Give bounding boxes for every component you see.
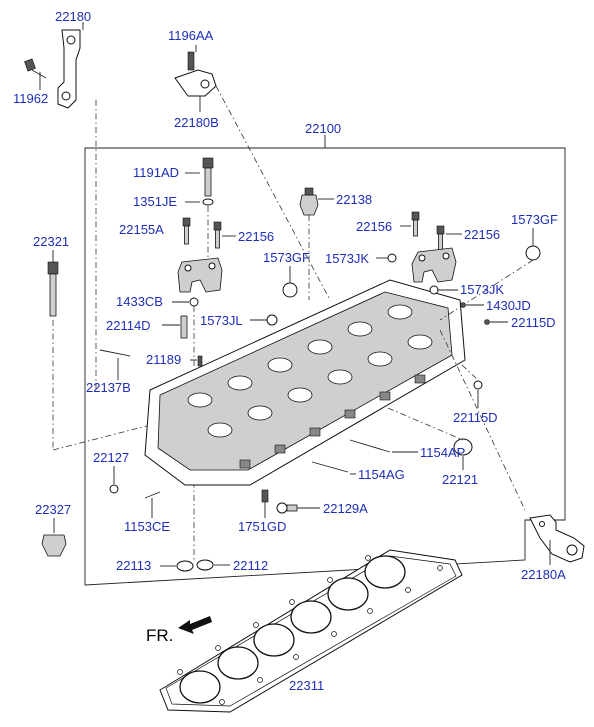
washer-1351JE[interactable] <box>202 198 214 206</box>
stud-22137B[interactable] <box>99 349 131 357</box>
head-gasket-22311[interactable] <box>159 549 463 713</box>
ring-22121[interactable] <box>453 438 473 456</box>
label-1573JK-b[interactable]: 1573JK <box>460 282 504 297</box>
label-11962[interactable]: 11962 <box>13 91 48 106</box>
bolt-22156-left[interactable] <box>213 221 222 249</box>
bracket-22180A[interactable] <box>529 514 585 563</box>
plug-1573GF-top[interactable] <box>525 245 541 261</box>
plug-1153CE[interactable] <box>144 491 161 499</box>
bolt-22155A[interactable] <box>182 217 191 245</box>
plug-1573GF-mid[interactable] <box>282 282 298 298</box>
bearing-cap-left[interactable] <box>177 257 223 293</box>
label-1154AP[interactable]: 1154AP <box>420 445 465 460</box>
front-arrow-icon <box>178 616 212 634</box>
plug-22115D-b[interactable] <box>473 380 483 390</box>
ring-22112[interactable] <box>196 559 214 571</box>
plug-1573JL[interactable] <box>266 314 278 326</box>
front-label: FR. <box>146 626 173 645</box>
centerline-22121 <box>387 407 464 441</box>
label-1573JL[interactable]: 1573JL <box>200 313 243 328</box>
pin-22114D[interactable] <box>180 315 188 339</box>
centerline-22115D-b <box>461 364 479 381</box>
label-22180B[interactable]: 22180B <box>174 115 219 130</box>
pin-21189[interactable] <box>197 355 203 367</box>
cap-22327[interactable] <box>41 534 67 557</box>
label-22311[interactable]: 22311 <box>289 678 324 693</box>
pin-1430JD[interactable] <box>460 302 466 308</box>
bolt-22156-right-b[interactable] <box>436 225 445 251</box>
part-labels: 22180 11962 1196AA 22180B 22100 1191AD 1… <box>13 9 566 693</box>
label-1191AD[interactable]: 1191AD <box>133 165 179 180</box>
label-22155A[interactable]: 22155A <box>119 222 164 237</box>
label-1751GD[interactable]: 1751GD <box>238 519 286 534</box>
plug-1751GD[interactable] <box>261 489 269 503</box>
centerline-22180A <box>439 329 526 511</box>
label-1573GF-mid[interactable]: 1573GF <box>263 250 310 265</box>
bolt-1191AD[interactable] <box>202 157 214 197</box>
label-22121[interactable]: 22121 <box>442 472 478 487</box>
label-1430JD[interactable]: 1430JD <box>486 298 531 313</box>
plug-22129A[interactable] <box>276 502 298 514</box>
label-22321[interactable]: 22321 <box>33 234 69 249</box>
plug-22127[interactable] <box>109 484 119 494</box>
label-22156-right-a[interactable]: 22156 <box>356 219 392 234</box>
plug-22115D-a[interactable] <box>484 319 490 325</box>
label-22129A[interactable]: 22129A <box>323 501 368 516</box>
bolt-22156-right-a[interactable] <box>411 211 420 237</box>
label-22127[interactable]: 22127 <box>93 450 129 465</box>
label-22137B[interactable]: 22137B <box>86 380 131 395</box>
label-1573JK-a[interactable]: 1573JK <box>325 251 369 266</box>
label-22113[interactable]: 22113 <box>116 558 151 573</box>
label-22156-right-b[interactable]: 22156 <box>464 227 500 242</box>
label-21189[interactable]: 21189 <box>146 352 181 367</box>
label-22180[interactable]: 22180 <box>55 9 91 24</box>
centerline-1573GF-top <box>439 259 534 321</box>
bearing-cap-right[interactable] <box>411 247 457 283</box>
stud-1154AP[interactable] <box>349 439 391 453</box>
assembly-frame <box>84 135 566 586</box>
label-1153CE[interactable]: 1153CE <box>124 519 170 534</box>
label-22100[interactable]: 22100 <box>305 121 341 136</box>
label-22138[interactable]: 22138 <box>336 192 372 207</box>
label-1351JE[interactable]: 1351JE <box>133 194 177 209</box>
plug-1433CB[interactable] <box>189 297 199 307</box>
label-22112[interactable]: 22112 <box>233 558 268 573</box>
bolt-11962[interactable] <box>24 58 47 79</box>
label-22115D-a[interactable]: 22115D <box>511 315 556 330</box>
ring-22113[interactable] <box>176 560 194 572</box>
label-1154AG[interactable]: 1154AG <box>358 467 405 482</box>
cylinder-head[interactable] <box>144 279 466 486</box>
label-1573GF-top[interactable]: 1573GF <box>511 212 558 227</box>
label-22114D[interactable]: 22114D <box>106 318 151 333</box>
bracket-22180B[interactable] <box>174 51 217 97</box>
plug-1573JK-b[interactable] <box>429 285 439 295</box>
label-22156-left[interactable]: 22156 <box>238 229 274 244</box>
bracket-22180[interactable] <box>57 29 81 109</box>
label-22327[interactable]: 22327 <box>35 502 71 517</box>
label-1196AA[interactable]: 1196AA <box>168 28 214 43</box>
plug-22138[interactable] <box>299 187 319 216</box>
stud-1154AG[interactable] <box>311 461 349 473</box>
plug-1573JK-a[interactable] <box>387 253 397 263</box>
label-22180A[interactable]: 22180A <box>521 567 566 582</box>
bolt-22321[interactable] <box>47 261 59 317</box>
label-1433CB[interactable]: 1433CB <box>116 294 163 309</box>
label-22115D-b[interactable]: 22115D <box>453 410 498 425</box>
